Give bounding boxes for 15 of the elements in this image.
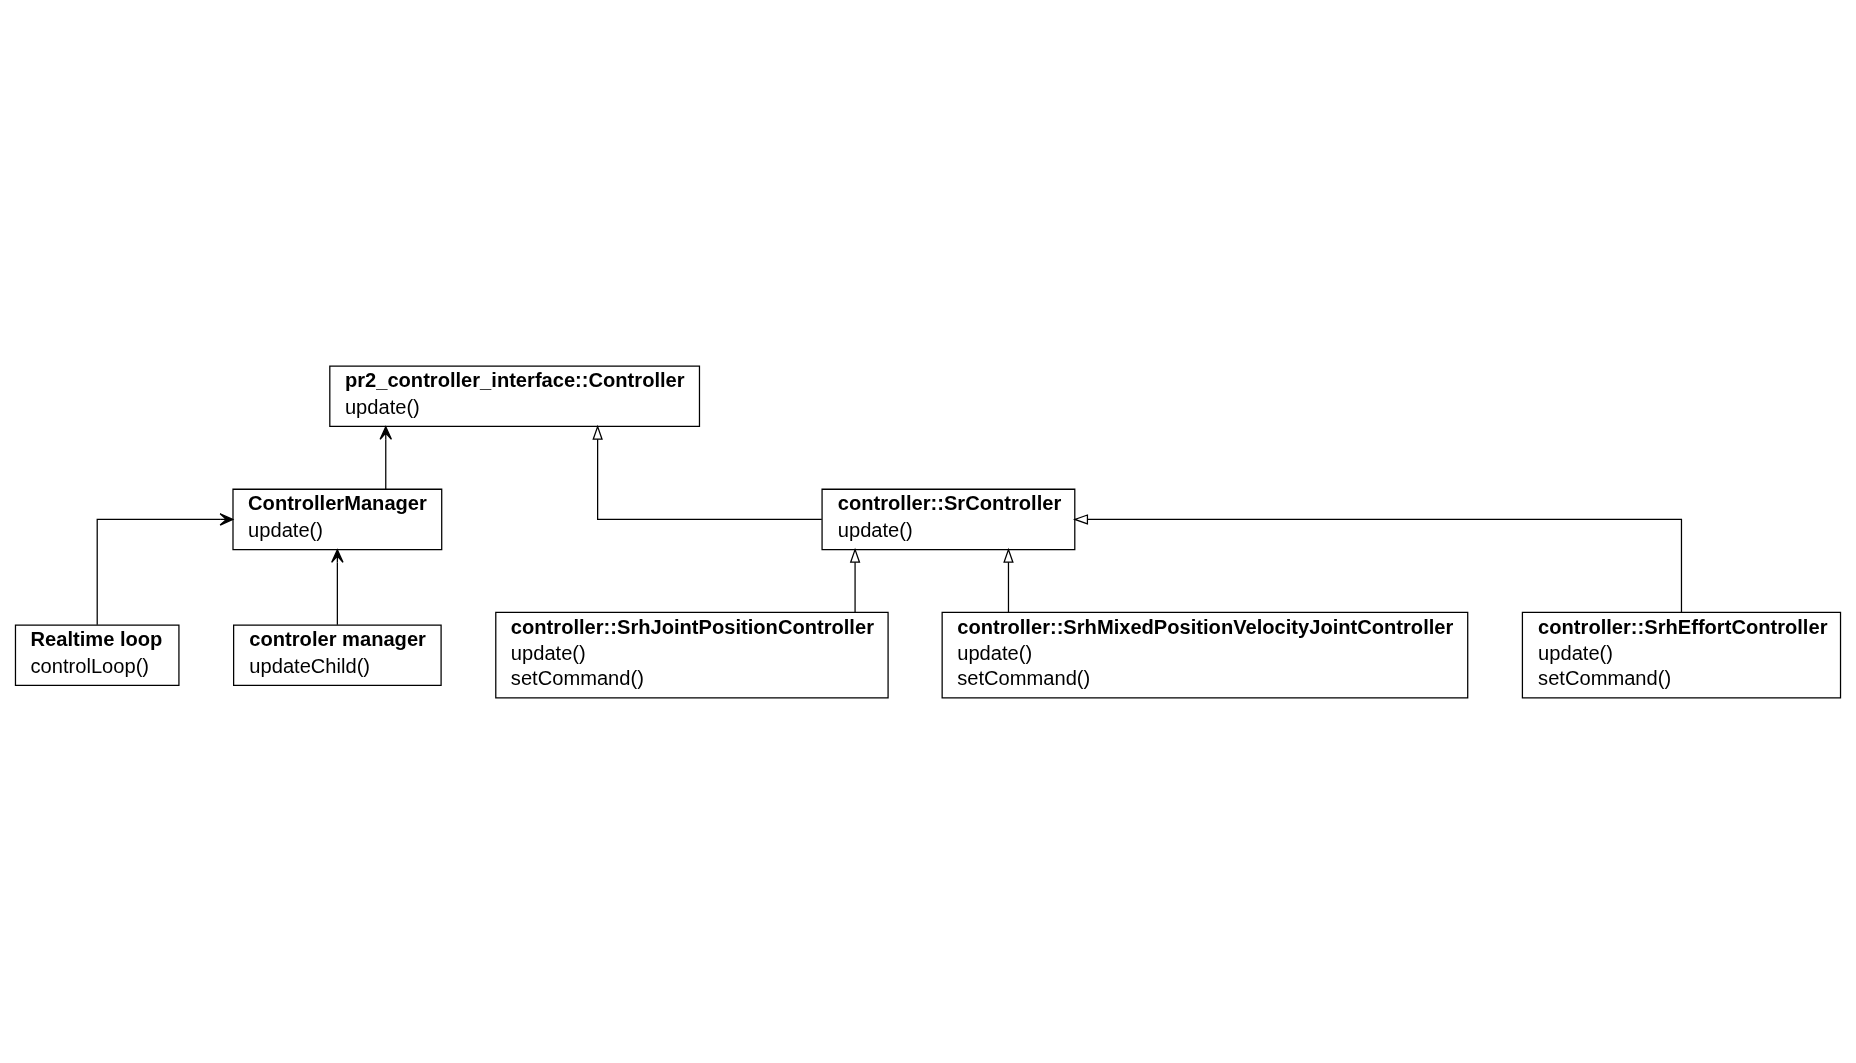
node-box: controller::SrhEffortController update() setCommand() [1521, 611, 1842, 699]
node-box: controller::SrController update() [821, 488, 1076, 550]
node-box: controller::SrhJointPositionController update() setCommand() [495, 611, 889, 699]
arrow [849, 547, 861, 613]
arrow [379, 425, 393, 490]
node-box: controller::SrhMixedPositionVelocityJointController update() setCommand() [941, 611, 1469, 699]
arrow [592, 424, 823, 520]
arrow [331, 548, 344, 625]
arrow [96, 512, 234, 625]
node-box: controler manager updateChild() [233, 623, 442, 686]
arrow [1003, 547, 1014, 613]
node-box: ControllerManager update() [232, 488, 443, 550]
node-box: pr2_controller_interface::Controller update() [329, 364, 701, 427]
node-box: Realtime loop controlLoop() [14, 623, 180, 686]
arrow [1072, 513, 1683, 613]
